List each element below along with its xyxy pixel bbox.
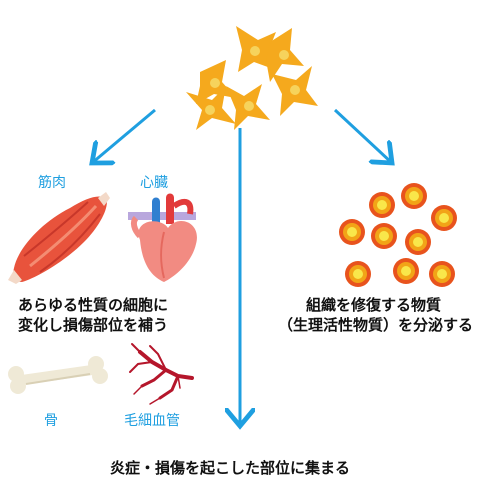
differentiation-text-line1: あらゆる性質の細胞に [18, 296, 169, 314]
differentiation-text-line2: 変化し損傷部位を補う [18, 316, 169, 334]
bone-icon [8, 356, 108, 394]
stem-cell-icon [196, 60, 236, 104]
secreting-cell-icon [431, 205, 457, 231]
muscle-icon [8, 192, 110, 284]
secreting-cell-icon [345, 261, 371, 287]
secreting-cell-icon [429, 261, 455, 287]
secreting-cell-icon [369, 192, 395, 218]
stem-cell-icon [236, 26, 276, 72]
stem-cell-icon [272, 66, 318, 116]
heart-icon [128, 193, 197, 282]
stem-cell-icon [226, 84, 270, 130]
secretion-text-line2: （生理活性物質）を分泌する [278, 316, 474, 334]
secretion-text-line1: 組織を修復する物質 [306, 296, 442, 314]
label-heart: 心臓 [140, 175, 168, 191]
secreting-cell-icon [405, 229, 431, 255]
secreting-cell-icon [401, 183, 427, 209]
label-bone: 骨 [44, 413, 58, 429]
capillary-icon [129, 343, 194, 405]
stem-cell-icon [266, 28, 304, 82]
label-capillary: 毛細血管 [124, 413, 180, 429]
arrow-to-secretion [333, 108, 392, 163]
secreting-cell-icon [371, 223, 397, 249]
homing-text: 炎症・損傷を起こした部位に集まる [110, 459, 351, 477]
secreting-cell-icon [339, 219, 365, 245]
label-muscle: 筋肉 [38, 175, 66, 191]
stem-cell-icon [186, 86, 236, 130]
arrow-to-differentiation [92, 108, 156, 163]
secreting-cell-icon [393, 258, 419, 284]
stem-cell-cluster [186, 26, 318, 130]
secreting-cell-cluster [339, 183, 457, 287]
